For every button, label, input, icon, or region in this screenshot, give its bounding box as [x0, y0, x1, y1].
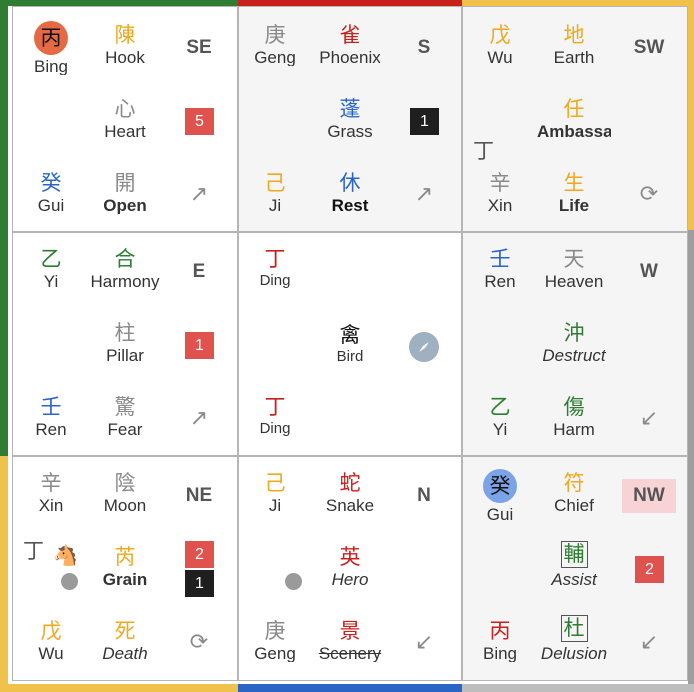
stem-circle: 丙 [34, 21, 68, 55]
direction-label: S [417, 37, 431, 58]
marker-dot [285, 573, 302, 590]
rotate-icon: ⟳ [639, 181, 659, 206]
star: 柱 Pillar [106, 321, 144, 365]
star: 任 Ambassa [537, 97, 611, 141]
number-badge: 1 [185, 332, 214, 359]
palace-s[interactable]: 庚 Geng 雀 Phoenix S 蓬 Grass 1 己 Ji 休 Rest… [238, 6, 462, 232]
star: 禽 Bird [336, 323, 364, 365]
number-badge: 2 [635, 556, 664, 583]
number-badge: 1 [410, 108, 439, 135]
stem-top: 丙 Bing [14, 21, 88, 75]
door: 開 Open [103, 171, 147, 215]
stem-bottom: 癸 Gui [37, 171, 65, 215]
direction-label: SE [186, 37, 212, 58]
door: 休 Rest [331, 171, 369, 215]
direction-label: NE [185, 485, 213, 506]
palace-ne[interactable]: 辛 Xin 陰 Moon NE 丁 🐴 芮 Grain 2 1 戊 Wu 死 D… [12, 456, 238, 681]
deity: 蛇 Snake [325, 471, 375, 515]
palace-e[interactable]: 乙 Yi 合 Harmony E 柱 Pillar 1 壬 Ren 驚 Fear… [12, 232, 238, 456]
number-badge: 2 [185, 541, 214, 568]
stem-bottom: 丁 Ding [259, 395, 291, 437]
edge-top-red [238, 0, 462, 6]
door: 傷 Harm [553, 395, 595, 439]
deity: 雀 Phoenix [319, 23, 381, 67]
palace-grid: 丙 Bing 陳 Hook SE 心 Heart 5 癸 Gui 開 Open … [12, 6, 688, 681]
side-stem: 丁 [473, 139, 494, 163]
star: 蓬 Grass [327, 97, 373, 141]
stem-bottom: 戊 Wu [38, 619, 64, 663]
side-stem: 丁 [23, 539, 44, 563]
horse-icon: 🐴 [53, 545, 78, 567]
stem-top: 壬 Ren [484, 247, 516, 291]
direction-label: W [640, 261, 658, 282]
arrow-down-left-icon: ↙ [639, 405, 659, 430]
marker-dot [61, 573, 78, 590]
direction-label: NW [622, 479, 676, 513]
deity: 陰 Moon [103, 471, 147, 515]
edge-top-green [0, 0, 238, 6]
deity: 合 Harmony [90, 247, 160, 291]
star: 心 Heart [104, 97, 146, 141]
stem-bottom: 己 Ji [264, 171, 286, 215]
deity: 天 Heaven [544, 247, 604, 291]
door: 死 Death [102, 619, 148, 663]
stem-bottom: 壬 Ren [35, 395, 67, 439]
edge-top-yellow [462, 0, 694, 6]
edge-right-grey [688, 230, 694, 692]
number-badge: 5 [185, 108, 214, 135]
stem-circle: 癸 [483, 469, 517, 503]
star: 沖 Destruct [542, 321, 606, 365]
deity: 地 Earth [553, 23, 595, 67]
number-badge-secondary: 1 [185, 570, 214, 597]
edge-bottom-blue [238, 684, 462, 692]
palace-n[interactable]: 己 Ji 蛇 Snake N 英 Hero 庚 Geng 景 Scenery ↙ [238, 456, 462, 681]
direction-label: E [192, 261, 206, 282]
edge-bottom-yellow [0, 684, 238, 692]
arrow-down-left-icon: ↙ [639, 629, 659, 654]
door: 景 Scenery [318, 619, 382, 663]
palace-nw[interactable]: 癸 Gui 符 Chief NW 輔 Assist 2 丙 Bing 杜 Del… [462, 456, 688, 681]
direction-label: SW [633, 37, 665, 58]
palace-w[interactable]: 壬 Ren 天 Heaven W 沖 Destruct 乙 Yi 傷 Harm … [462, 232, 688, 456]
arrow-up-right-icon: ↗ [414, 181, 434, 206]
direction-label: N [417, 485, 431, 506]
door: 生 Life [558, 171, 590, 215]
arrow-up-right-icon: ↗ [189, 181, 209, 206]
stem-top: 乙 Yi [40, 247, 62, 291]
edge-left-green [0, 0, 8, 456]
door: 杜 Delusion [540, 615, 608, 662]
edge-right-yellow [688, 0, 694, 230]
compass-icon[interactable] [409, 332, 439, 362]
arrow-up-right-icon: ↗ [189, 405, 209, 430]
deity: 陳 Hook [105, 23, 145, 67]
palace-center[interactable]: 丁 Ding 禽 Bird 丁 Ding [238, 232, 462, 456]
stem-bottom: 辛 Xin [487, 171, 513, 215]
stem-top: 辛 Xin [38, 471, 64, 515]
stem-bottom: 乙 Yi [489, 395, 511, 439]
stem-top: 戊 Wu [487, 23, 513, 67]
stem-bottom: 庚 Geng [254, 619, 296, 663]
stem-top: 丁 Ding [259, 247, 291, 289]
edge-bottom-grey [462, 684, 694, 692]
star: 芮 Grain [102, 545, 148, 589]
rotate-icon: ⟳ [189, 629, 209, 654]
deity: 符 Chief [554, 471, 594, 515]
door: 驚 Fear [107, 395, 143, 439]
palace-se[interactable]: 丙 Bing 陳 Hook SE 心 Heart 5 癸 Gui 開 Open … [12, 6, 238, 232]
stem-top: 癸 Gui [463, 469, 537, 523]
star: 英 Hero [331, 545, 369, 589]
stem-top: 己 Ji [264, 471, 286, 515]
stem-top: 庚 Geng [254, 23, 296, 67]
edge-left-yellow [0, 456, 8, 692]
star: 輔 Assist [551, 541, 597, 588]
palace-sw[interactable]: 戊 Wu 地 Earth SW 丁 任 Ambassa 辛 Xin 生 Life… [462, 6, 688, 232]
stem-bottom: 丙 Bing [482, 619, 518, 663]
arrow-down-left-icon: ↙ [414, 629, 434, 654]
